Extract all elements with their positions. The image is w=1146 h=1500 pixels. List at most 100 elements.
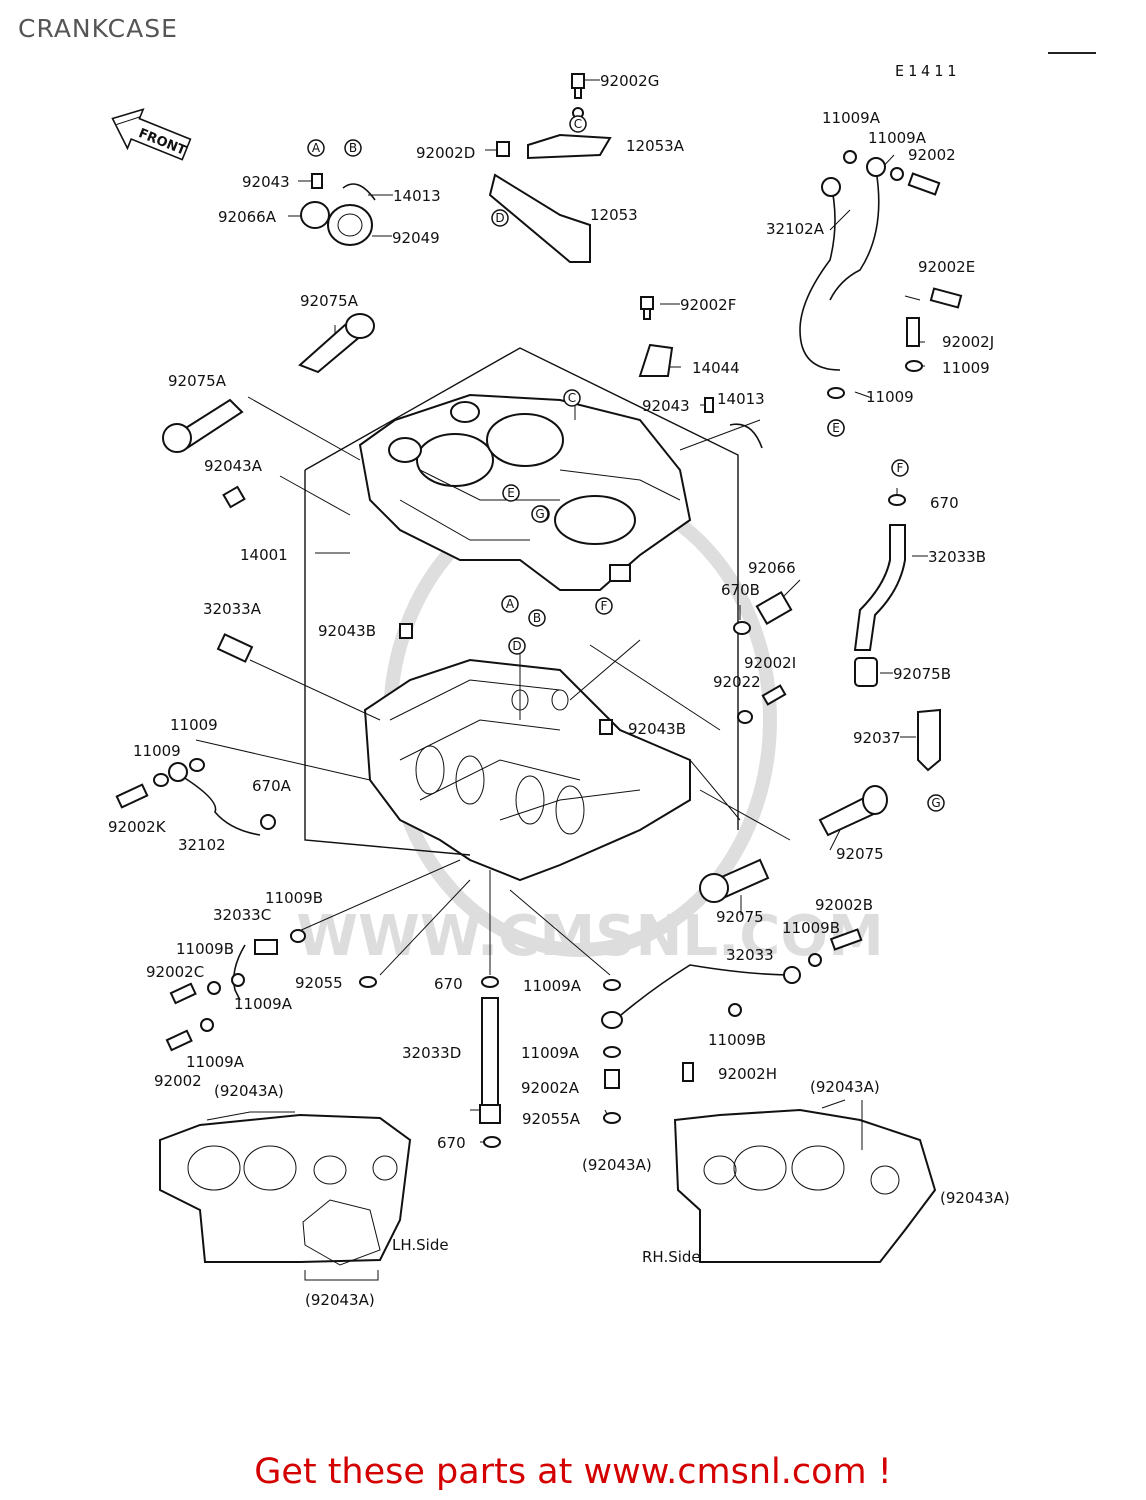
marker-d: D — [491, 209, 509, 227]
marker-circles: ABCDEFGEGABFDCEG — [307, 115, 945, 812]
marker-e: E — [827, 419, 845, 437]
marker-d: D — [508, 637, 526, 655]
part-label[interactable]: 14044 — [692, 359, 740, 377]
promo-banner[interactable]: Get these parts at www.cmsnl.com ! — [254, 1452, 892, 1492]
part-label[interactable]: RH.Side — [642, 1248, 701, 1266]
part-label[interactable]: 11009 — [133, 742, 181, 760]
part-label[interactable]: 670B — [721, 581, 760, 599]
part-label[interactable]: 92043B — [318, 622, 376, 640]
part-label[interactable]: 92043 — [242, 173, 290, 191]
part-label[interactable]: 11009A — [186, 1053, 245, 1071]
part-label[interactable]: 11009A — [523, 977, 582, 995]
corner-rule — [1048, 52, 1096, 54]
svg-text:F: F — [601, 599, 608, 613]
part-label[interactable]: 32033A — [203, 600, 262, 618]
part-label[interactable]: (92043A) — [214, 1082, 284, 1100]
part-label[interactable]: 32033C — [213, 906, 271, 924]
part-label[interactable]: 11009B — [265, 889, 323, 907]
svg-text:C: C — [568, 391, 576, 405]
lh-side-view — [159, 1111, 412, 1281]
part-label[interactable]: 92075A — [168, 372, 227, 390]
svg-text:E: E — [507, 486, 515, 500]
part-label[interactable]: 92002K — [108, 818, 167, 836]
part-label[interactable]: LH.Side — [392, 1236, 449, 1254]
lower-crankcase — [363, 658, 691, 882]
part-label[interactable]: 92055 — [295, 974, 343, 992]
part-label[interactable]: 12053 — [590, 206, 638, 224]
part-label[interactable]: (92043A) — [940, 1189, 1010, 1207]
part-label[interactable]: 92002G — [600, 72, 659, 90]
rh-side-view — [673, 1099, 937, 1263]
part-label[interactable]: 670 — [434, 975, 463, 993]
part-label[interactable]: 11009B — [176, 940, 234, 958]
part-label[interactable]: 32102A — [766, 220, 825, 238]
part-label[interactable]: 92043 — [642, 397, 690, 415]
part-label[interactable]: 32033B — [928, 548, 986, 566]
part-label[interactable]: 14001 — [240, 546, 288, 564]
part-label[interactable]: 92066 — [748, 559, 796, 577]
svg-text:B: B — [533, 611, 541, 625]
part-label[interactable]: 11009A — [822, 109, 881, 127]
part-labels: 92002G12053A92002D12053920431401392066A9… — [108, 72, 1010, 1309]
diagram-code: E1411 — [895, 62, 961, 80]
marker-c: C — [569, 115, 587, 133]
part-label[interactable]: 92002 — [908, 146, 956, 164]
part-label[interactable]: 92043A — [204, 457, 263, 475]
part-label[interactable]: 32033D — [402, 1044, 461, 1062]
part-label[interactable]: 11009A — [234, 995, 293, 1013]
part-label[interactable]: 32033 — [726, 946, 774, 964]
part-label[interactable]: 11009 — [942, 359, 990, 377]
part-label[interactable]: 92002J — [942, 333, 994, 351]
part-label[interactable]: 92002H — [718, 1065, 777, 1083]
part-label[interactable]: 11009A — [868, 129, 927, 147]
page-title: CRANKCASE — [18, 14, 178, 43]
part-label[interactable]: 92002A — [521, 1079, 580, 1097]
part-label[interactable]: 92066A — [218, 208, 277, 226]
part-label[interactable]: (92043A) — [810, 1078, 880, 1096]
part-label[interactable]: 670A — [252, 777, 292, 795]
small-parts — [115, 73, 963, 1148]
part-label[interactable]: 11009A — [521, 1044, 580, 1062]
part-label[interactable]: (92043A) — [582, 1156, 652, 1174]
svg-text:D: D — [495, 211, 504, 225]
part-label[interactable]: 92002F — [680, 296, 736, 314]
part-label[interactable]: 14013 — [393, 187, 441, 205]
part-label[interactable]: 670 — [930, 494, 959, 512]
marker-c: C — [563, 389, 581, 407]
part-label[interactable]: 92075A — [300, 292, 359, 310]
marker-g: G — [927, 794, 945, 812]
part-label[interactable]: 32102 — [178, 836, 226, 854]
part-label[interactable]: 11009 — [866, 388, 914, 406]
part-label[interactable]: 92002B — [815, 896, 873, 914]
svg-text:A: A — [506, 597, 515, 611]
part-label[interactable]: 92002I — [744, 654, 796, 672]
marker-f: F — [891, 459, 909, 477]
svg-text:G: G — [931, 796, 940, 810]
part-label[interactable]: 92002E — [918, 258, 975, 276]
part-label[interactable]: 670 — [437, 1134, 466, 1152]
marker-f: F — [595, 597, 613, 615]
part-label[interactable]: 92002D — [416, 144, 475, 162]
part-label[interactable]: (92043A) — [305, 1291, 375, 1309]
marker-a: A — [501, 595, 519, 613]
part-label[interactable]: 11009B — [782, 919, 840, 937]
part-label[interactable]: 92002C — [146, 963, 204, 981]
part-label[interactable]: 92055A — [522, 1110, 581, 1128]
marker-b: B — [528, 609, 546, 627]
part-label[interactable]: 92022 — [713, 673, 761, 691]
part-label[interactable]: 11009B — [708, 1031, 766, 1049]
front-arrow-icon: FRONT — [111, 108, 192, 161]
marker-e: E — [502, 484, 520, 502]
part-label[interactable]: 92043B — [628, 720, 686, 738]
part-label[interactable]: 92002 — [154, 1072, 202, 1090]
part-label[interactable]: 11009 — [170, 716, 218, 734]
part-label[interactable]: 92049 — [392, 229, 440, 247]
part-label[interactable]: 92075 — [836, 845, 884, 863]
marker-g: G — [531, 505, 549, 523]
part-label[interactable]: 92075B — [893, 665, 951, 683]
part-label[interactable]: 14013 — [717, 390, 765, 408]
part-label[interactable]: 92037 — [853, 729, 901, 747]
part-label[interactable]: 92075 — [716, 908, 764, 926]
svg-text:B: B — [349, 141, 357, 155]
part-label[interactable]: 12053A — [626, 137, 685, 155]
